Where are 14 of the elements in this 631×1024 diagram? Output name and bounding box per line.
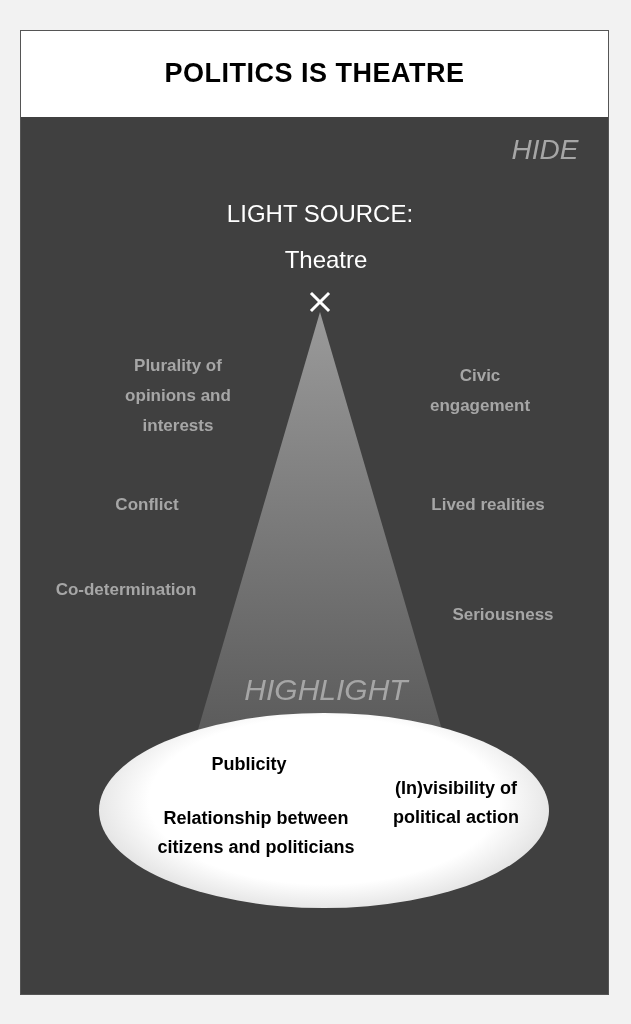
diagram-title: POLITICS IS THEATRE [164, 58, 465, 89]
highlight-text: Relationship between citizens and politicians [156, 807, 356, 859]
hide-label: HIDE [510, 134, 580, 166]
aspect-label: Plurality of opinions and interests [124, 355, 232, 437]
highlight-label: HIGHLIGHT [243, 673, 411, 707]
aspect-label: Seriousness [451, 604, 555, 626]
aspect-label: Lived realities [430, 494, 546, 516]
light-source-label: Theatre [283, 245, 369, 275]
light-source-label: LIGHT SOURCE: [225, 199, 415, 229]
aspect-label: Conflict [114, 494, 180, 516]
highlight-text: Publicity [210, 752, 288, 776]
aspect-label: Co-determination [54, 579, 198, 601]
aspect-label: Civic engagement [428, 365, 532, 417]
highlight-text: (In)visibility of political action [392, 777, 520, 829]
